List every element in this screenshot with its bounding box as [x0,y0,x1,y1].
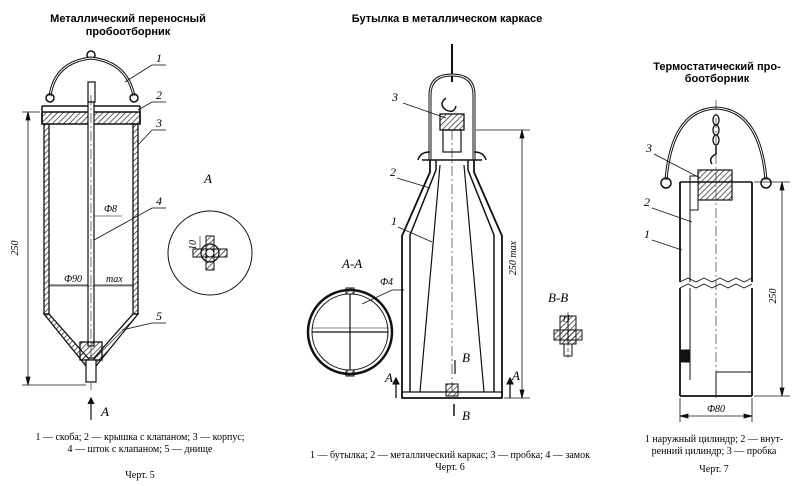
fig5-view-letter-bottom: А [100,404,109,419]
fig6-letter-a-left: А [384,370,393,385]
fig5-title-line1: Металлический переносный [50,13,206,25]
fig5-stem [79,95,103,390]
fig6-drawing-number: Черт. 6 [435,462,464,473]
fig5-callout-4: 4 [156,194,162,208]
fig7-diameter-dimension [679,398,753,422]
fig5-body [42,123,140,367]
figure-7-thermostatic-sampler: Термостатический про- боотборник [644,61,790,475]
fig5-view-letter-detail: А [203,171,212,186]
fig6-letter-b-bottom: В [462,408,470,423]
fig6-section-aa-label: А-А [341,256,362,271]
fig5-drawing-number: Черт. 5 [125,470,154,481]
fig6-lock-loop [417,44,487,161]
fig5-leader-lines [93,64,166,331]
fig7-title-line1: Термостатический про- [653,61,781,73]
fig6-leader-lines [396,102,447,243]
fig5-diameter-value: Ф90 [64,274,82,285]
fig6-section-aa-view [306,287,404,377]
fig7-leader-lines [651,153,701,251]
fig7-diameter-value: Ф80 [707,404,725,415]
fig5-bail-handle [45,50,139,103]
fig5-caption-line2: 4 — шток с клапаном; 5 — днище [68,444,213,455]
fig7-caption-line1: 1 наружный цилиндр; 2 — внут- [645,434,783,445]
fig5-height-value: 250 [10,241,21,256]
fig5-callout-2: 2 [156,88,162,102]
fig5-callout-5: 5 [156,309,162,323]
fig5-title-line2: пробоотборник [86,26,171,38]
fig7-title-line2: боотборник [685,73,750,85]
fig6-section-bb-dimension: t1 [563,314,571,325]
fig5-callout-1: 1 [156,51,162,65]
fig6-section-bb-view [553,312,583,360]
fig7-callout-2: 2 [644,195,650,209]
fig7-caption-line2: ренний цилиндр; 3 — пробка [652,446,777,457]
figure-5-metal-sampler: Металлический переносный пробоотборник [10,13,253,481]
fig6-title: Бутылка в металлическом каркасе [352,13,542,25]
figure-6-bottle-in-frame: Бутылка в металлическом каркасе [306,13,590,473]
fig6-callout-1: 1 [391,214,397,228]
fig5-stem-dimension: Ф8 [104,204,117,215]
fig6-height-value: 250 max [508,240,519,275]
fig5-detail-view [167,210,253,296]
fig7-callout-3: 3 [645,141,652,155]
fig5-height-dimension [22,111,86,386]
fig7-height-value: 250 [768,289,779,304]
fig7-callout-1: 1 [644,227,650,241]
fig7-cylinders [679,100,753,400]
fig5-callout-3: 3 [155,116,162,130]
fig6-bottle-frame [401,130,503,399]
fig7-height-dimension [754,181,790,397]
fig6-callout-3: 3 [391,90,398,104]
fig6-letter-b-top: В [462,350,470,365]
fig5-max-label: max [106,274,123,285]
fig5-detail-dimension: 10 [188,240,199,250]
fig7-drawing-number: Черт. 7 [699,464,728,475]
fig6-section-bb-label: В-В [548,290,568,305]
fig5-caption-line1: 1 — скоба; 2 — крышка с клапаном; 3 — ко… [35,432,244,443]
fig6-section-aa-dimension: Ф4 [380,277,393,288]
fig6-section-a-markers [392,376,514,398]
fig6-callout-2: 2 [390,165,396,179]
fig6-letter-a-right: А [511,368,520,383]
fig6-height-dimension [476,129,530,399]
fig6-caption: 1 — бутылка; 2 — металлический каркас; 3… [310,450,590,461]
